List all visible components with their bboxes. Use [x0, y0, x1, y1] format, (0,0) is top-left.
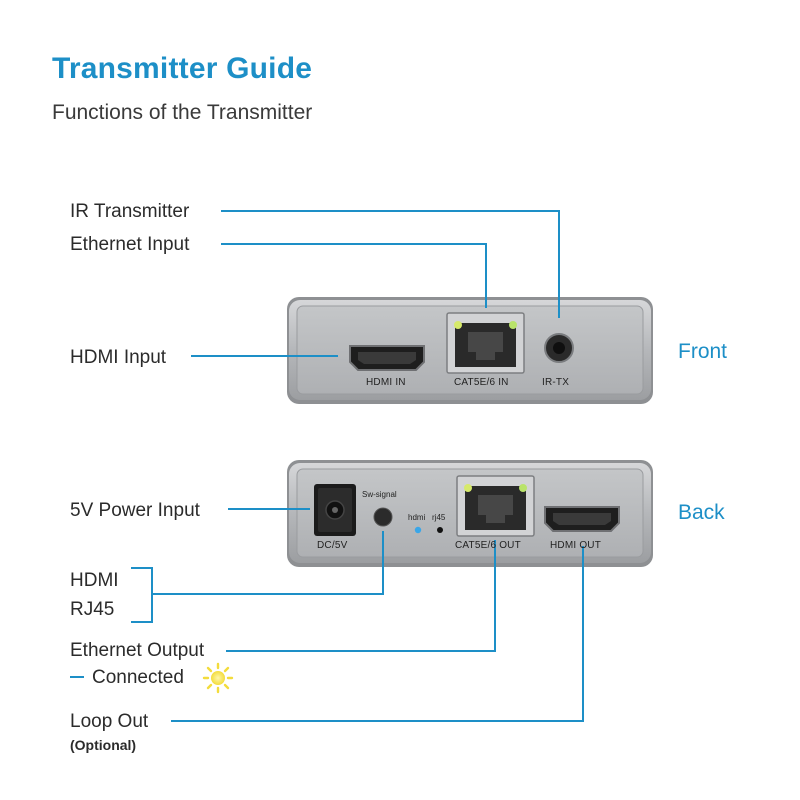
- sw-signal-button: [373, 507, 393, 527]
- dc-port-label: DC/5V: [317, 540, 348, 551]
- rj45-led-label: rj45: [432, 513, 446, 522]
- led-rj45: [437, 527, 443, 533]
- cat-out-port-label: CAT5E/6 OUT: [455, 540, 521, 551]
- front-side-label: Front: [678, 340, 728, 363]
- ir-transmitter-label: IR Transmitter: [70, 201, 190, 222]
- hdmi-in-port: [349, 345, 425, 371]
- hdmi-status-label: HDMI: [70, 570, 119, 591]
- led-green-left-back: [464, 484, 472, 492]
- hdmi-out-port: [544, 506, 620, 532]
- led-hdmi: [414, 526, 422, 534]
- sw-signal-leader: [152, 531, 384, 595]
- loop-out-leader: [171, 546, 584, 722]
- ethernet-output-leader: [226, 540, 496, 652]
- hdmi-in-port-label: HDMI IN: [366, 377, 406, 388]
- cat-in-port-label: CAT5E/6 IN: [454, 377, 509, 388]
- hdmi-out-port-label: HDMI OUT: [550, 540, 602, 551]
- back-side-label: Back: [678, 501, 725, 524]
- ir-tx-jack: [544, 333, 574, 363]
- sw-signal-label: Sw-signal: [362, 490, 397, 499]
- front-device: [287, 297, 653, 404]
- led-bracket: [131, 567, 153, 623]
- rj45-out-port: [456, 475, 535, 537]
- dc-power-jack: [314, 484, 356, 536]
- power-input-label: 5V Power Input: [70, 500, 200, 521]
- loop-out-label: Loop Out: [70, 711, 149, 732]
- led-green-right-back: [519, 484, 527, 492]
- back-device: [287, 460, 653, 567]
- ethernet-input-leader: [221, 243, 487, 308]
- hdmi-led-label: hdmi: [408, 513, 426, 522]
- hdmi-input-label: HDMI Input: [70, 347, 167, 368]
- page-subtitle: Functions of the Transmitter: [52, 101, 313, 124]
- led-green-left: [454, 321, 462, 329]
- sun-icon: [202, 662, 234, 694]
- page-title: Transmitter Guide: [52, 52, 313, 85]
- ethernet-input-label: Ethernet Input: [70, 234, 190, 255]
- ir-tx-port-label: IR-TX: [542, 377, 570, 388]
- callout-lines: [70, 210, 584, 722]
- rj45-status-label: RJ45: [70, 599, 115, 620]
- ethernet-output-label: Ethernet Output: [70, 640, 205, 661]
- connected-label: Connected: [92, 667, 184, 688]
- optional-label: (Optional): [70, 737, 137, 753]
- rj45-in-port: [446, 312, 525, 374]
- ir-transmitter-leader: [221, 210, 560, 318]
- led-green-right: [509, 321, 517, 329]
